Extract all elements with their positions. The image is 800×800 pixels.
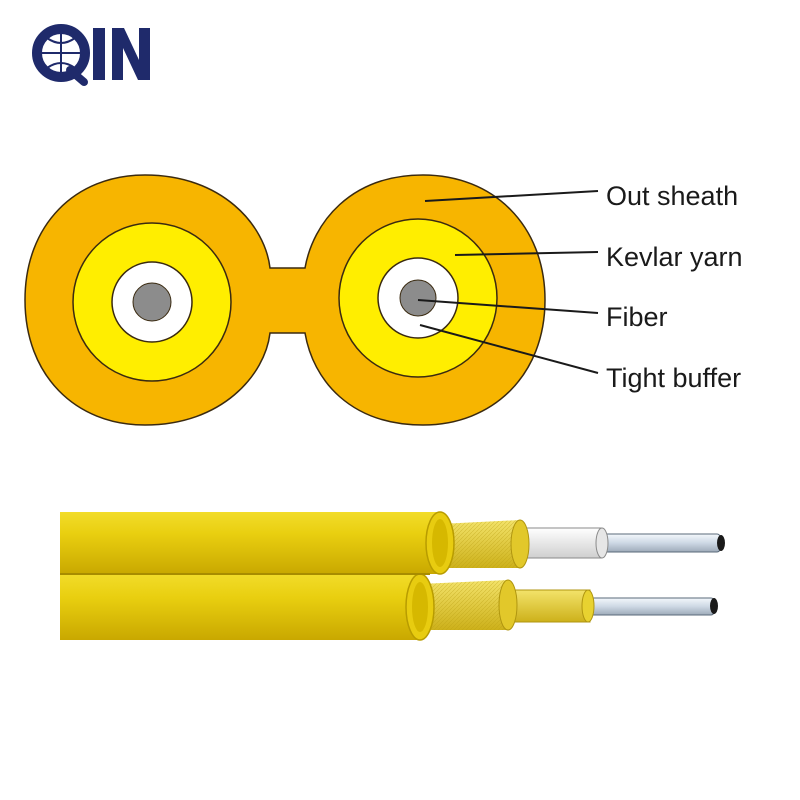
lower-glass-fiber	[585, 597, 715, 616]
label-tight-buffer: Tight buffer	[606, 363, 742, 393]
lower-fiber-tip	[710, 598, 718, 614]
label-kevlar-yarn: Kevlar yarn	[606, 242, 743, 272]
logo-q-tail	[66, 66, 88, 86]
upper-out-sheath	[60, 512, 440, 574]
leader-tight-buffer	[419, 324, 599, 374]
cable-cross-section	[24, 174, 546, 426]
logo-globe-grid	[42, 30, 80, 76]
logo-globe-ring	[32, 24, 90, 82]
label-out-sheath: Out sheath	[606, 181, 739, 211]
upper-fiber-tip	[717, 535, 725, 551]
leader-kevlar-yarn	[454, 251, 599, 256]
leader-out-sheath	[424, 190, 599, 202]
upper-strand	[60, 511, 725, 575]
label-fiber: Fiber	[606, 302, 668, 332]
lower-out-sheath	[60, 574, 420, 640]
logo-letter-i	[93, 28, 105, 80]
upper-glass-fiber	[591, 533, 721, 553]
leader-fiber	[417, 299, 599, 314]
lower-strand	[60, 573, 718, 641]
leader-lines	[417, 190, 599, 374]
qin-logo	[32, 24, 150, 86]
cable-side-view	[60, 511, 725, 641]
logo-letter-n	[112, 28, 150, 80]
fiber-right	[399, 279, 437, 317]
fiber-left	[132, 282, 172, 322]
